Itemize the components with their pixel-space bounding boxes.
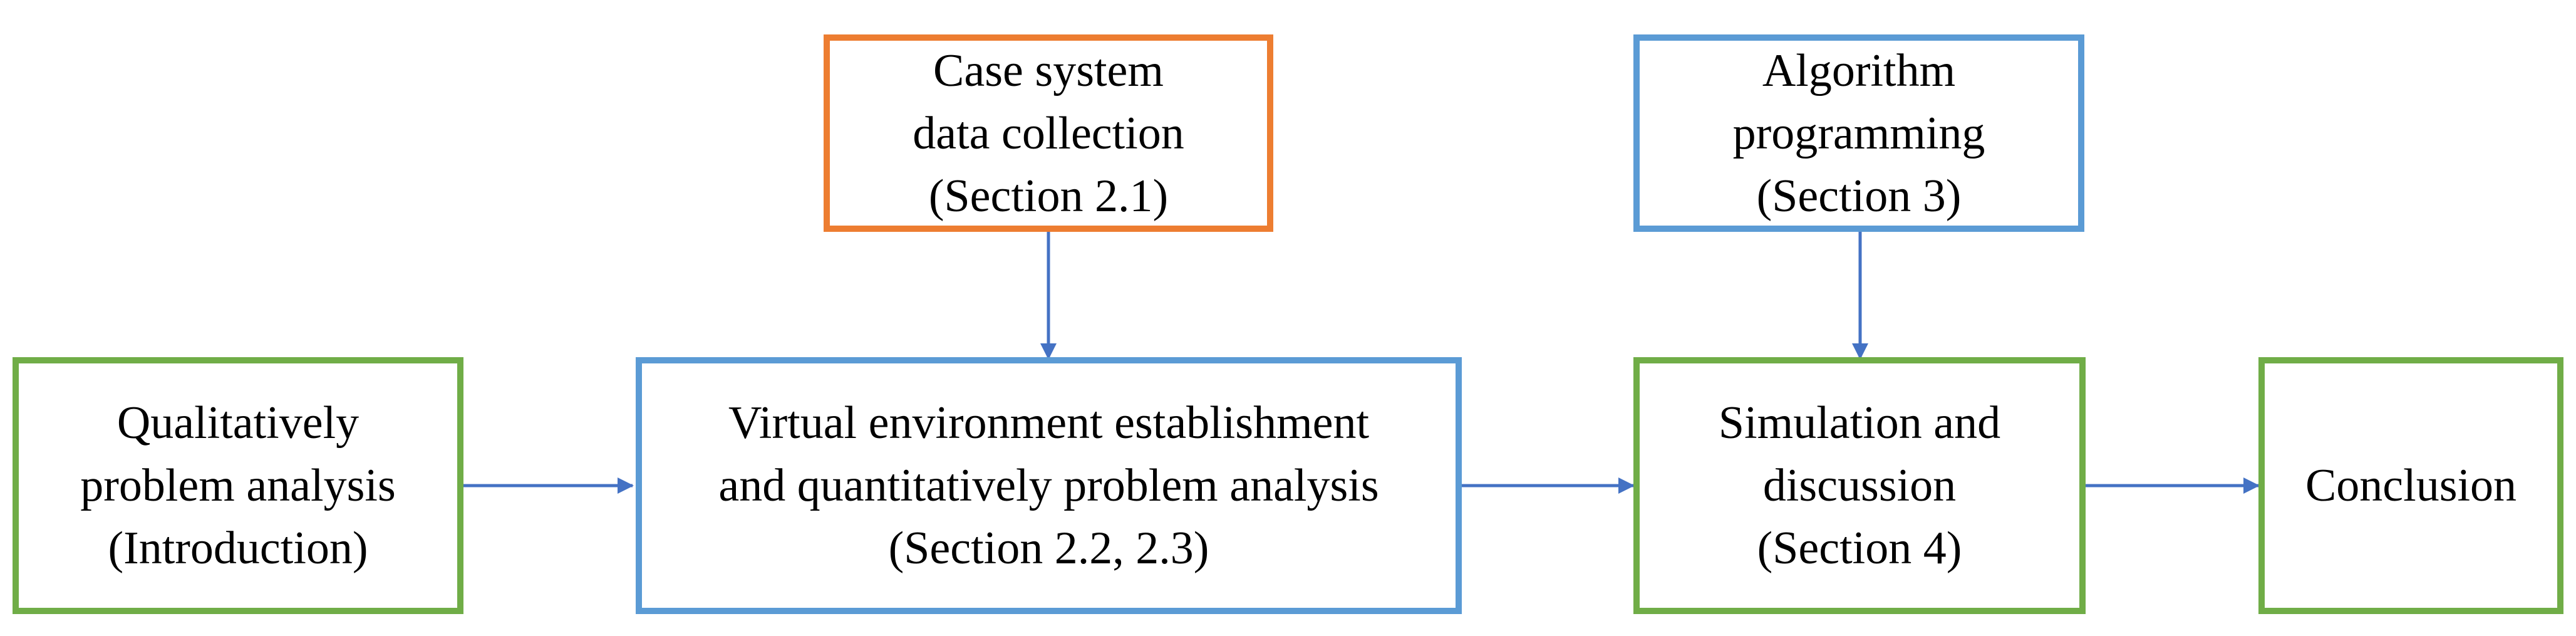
node-case-system-data-collection: Case system data collection (Section 2.1… [824, 34, 1273, 232]
node-algorithm-text: Algorithm programming (Section 3) [1733, 39, 1985, 227]
node-simulation-discussion: Simulation and discussion (Section 4) [1633, 357, 2086, 614]
node-algorithm-programming: Algorithm programming (Section 3) [1633, 34, 2084, 232]
node-label-line: (Section 2.2, 2.3) [888, 523, 1209, 574]
node-virtual-environment: Virtual environment establishment and qu… [636, 357, 1462, 614]
node-label-line: Conclusion [2305, 460, 2517, 511]
node-label-line: Virtual environment establishment [728, 397, 1370, 449]
node-label-line: programming [1732, 107, 1985, 159]
node-label-line: (Section 3) [1756, 170, 1962, 222]
node-label-line: Case system [933, 44, 1164, 96]
node-label-line: problem analysis [80, 460, 396, 511]
node-label-line: and quantitatively problem analysis [718, 460, 1379, 511]
node-label-line: Algorithm [1762, 44, 1956, 96]
node-label-line: discussion [1762, 460, 1957, 511]
node-label-line: (Section 4) [1757, 523, 1962, 574]
node-conclusion-text: Conclusion [2305, 454, 2517, 517]
node-label-line: data collection [913, 107, 1184, 159]
node-qualitative-analysis-text: Qualitatively problem analysis (Introduc… [80, 392, 396, 580]
node-qualitative-analysis: Qualitatively problem analysis (Introduc… [13, 357, 463, 614]
node-label-line: (Introduction) [108, 523, 368, 574]
node-virtual-environment-text: Virtual environment establishment and qu… [718, 392, 1379, 580]
node-label-line: Qualitatively [116, 397, 360, 449]
node-simulation-text: Simulation and discussion (Section 4) [1719, 392, 2000, 580]
node-label-line: Simulation and [1718, 397, 2001, 449]
node-case-system-text: Case system data collection (Section 2.1… [913, 39, 1184, 227]
node-label-line: (Section 2.1) [928, 170, 1169, 222]
node-conclusion: Conclusion [2258, 357, 2563, 614]
